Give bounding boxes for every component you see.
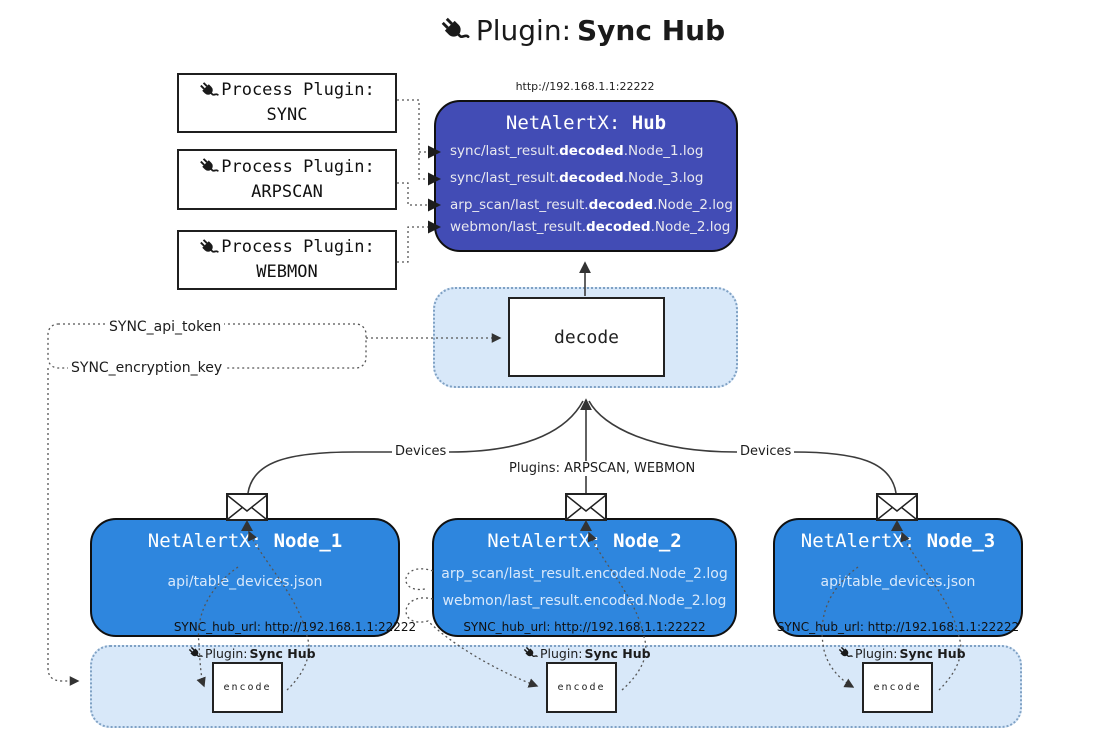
- node-file-line: webmon/last_result.encoded.Node_2.log: [442, 593, 727, 609]
- devices-label-left: Devices: [392, 444, 450, 459]
- hub-url-label: http://192.168.1.1:22222: [515, 80, 655, 93]
- node-file-line: arp_scan/last_result.encoded.Node_2.log: [441, 566, 728, 582]
- node-2-box: NetAlertX: Node_2 arp_scan/last_result.e…: [432, 518, 737, 637]
- hub-log-line: arp_scan/last_result.decoded.Node_2.log: [450, 197, 733, 213]
- process-plugin-label: Process Plugin:: [221, 156, 375, 177]
- hub-title-bold: Hub: [631, 112, 667, 134]
- hub-box: NetAlertX: Hub sync/last_result.decoded.…: [434, 100, 738, 252]
- encode-plugin-label-2: Plugin: Sync Hub: [523, 646, 651, 661]
- process-plugin-label: Process Plugin:: [221, 237, 375, 258]
- node-file-line: api/table_devices.json: [820, 574, 976, 590]
- process-plugin-label: Process Plugin:: [221, 80, 375, 101]
- hub-log-line: sync/last_result.decoded.Node_1.log: [450, 143, 704, 159]
- plug-icon: [199, 157, 219, 177]
- process-plugin-name: WEBMON: [256, 262, 318, 282]
- node-1-box: NetAlertX: Node_1 api/table_devices.json…: [90, 518, 416, 637]
- encode-box-3: encode: [862, 662, 933, 713]
- envelope-icon: [226, 493, 268, 521]
- envelope-icon: [565, 493, 607, 521]
- encode-label: encode: [873, 682, 922, 693]
- encode-plugin-label-1: Plugin: Sync Hub: [188, 646, 316, 661]
- edge-sync-plugin-to-hub: [397, 99, 428, 180]
- node-file-line: api/table_devices.json: [167, 574, 323, 590]
- encode-box-2: encode: [546, 662, 617, 713]
- plug-icon: [838, 646, 853, 661]
- decode-label: decode: [553, 326, 620, 348]
- hub-title-prefix: NetAlertX:: [505, 112, 632, 134]
- plug-icon: [440, 16, 470, 46]
- node-hub-url: SYNC_hub_url: http://192.168.1.1:22222: [463, 620, 706, 634]
- edge-webmon-plugin-to-hub: [397, 226, 428, 263]
- process-plugin-sync: Process Plugin: SYNC: [177, 73, 397, 133]
- hub-log-line: webmon/last_result.decoded.Node_2.log: [450, 219, 731, 235]
- edge-key-to-encode-container: [47, 368, 80, 686]
- encode-box-1: encode: [212, 662, 283, 713]
- process-plugin-name: ARPSCAN: [251, 181, 323, 202]
- encode-plugin-label-3: Plugin: Sync Hub: [838, 646, 966, 661]
- process-plugin-webmon: Process Plugin: WEBMON: [177, 230, 397, 290]
- plug-icon: [523, 646, 538, 661]
- process-plugin-name: SYNC: [266, 105, 308, 125]
- node-title: NetAlertX: Node_1: [147, 530, 343, 552]
- encode-label: encode: [223, 682, 272, 693]
- node-title: NetAlertX: Node_2: [487, 530, 682, 552]
- devices-label-right: Devices: [737, 444, 795, 459]
- sync-encryption-key-label: SYNC_encryption_key: [68, 360, 226, 376]
- node-3-box: NetAlertX: Node_3 api/table_devices.json…: [773, 518, 1023, 637]
- hub-log-line: sync/last_result.decoded.Node_3.log: [450, 170, 704, 186]
- page-title-bold: Sync Hub: [577, 14, 726, 47]
- plug-icon: [199, 238, 219, 258]
- node-title: NetAlertX: Node_3: [800, 530, 996, 552]
- encode-label: encode: [557, 682, 606, 693]
- plug-icon: [199, 81, 219, 101]
- plug-icon: [188, 646, 203, 661]
- plugins-label-center: Plugins: ARPSCAN, WEBMON: [506, 461, 699, 476]
- process-plugin-arpscan: Process Plugin: ARPSCAN: [177, 149, 397, 210]
- sync-api-token-label: SYNC_api_token: [106, 319, 225, 335]
- edge-node2-loop: [405, 568, 434, 591]
- page-title: Plugin: Sync Hub: [48, 14, 1117, 47]
- edge-arpscan-plugin-to-hub: [397, 182, 428, 206]
- page-title-prefix: Plugin:: [475, 14, 572, 47]
- hub-title: NetAlertX: Hub: [436, 112, 736, 134]
- decode-box: decode: [508, 297, 665, 377]
- envelope-icon: [876, 493, 918, 521]
- node-hub-url: SYNC_hub_url: http://192.168.1.1:22222: [173, 620, 417, 634]
- node-hub-url: SYNC_hub_url: http://192.168.1.1:22222: [776, 620, 1020, 634]
